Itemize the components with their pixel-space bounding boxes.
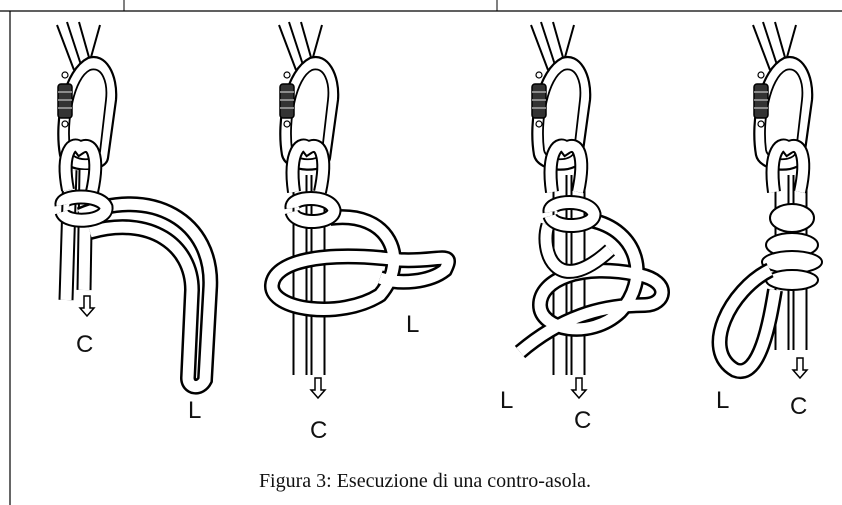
figure-caption: Figura 3: Esecuzione di una contro-asola… bbox=[0, 470, 842, 493]
figure-3: C L bbox=[500, 22, 662, 434]
label-c-2: C bbox=[310, 417, 327, 444]
label-l-3: L bbox=[500, 387, 513, 414]
figure-4: C L bbox=[716, 22, 822, 420]
label-l-4: L bbox=[716, 387, 729, 414]
label-l-2: L bbox=[406, 311, 419, 338]
label-c-3: C bbox=[574, 407, 591, 434]
figure-2: C L bbox=[272, 22, 448, 444]
label-l-1: L bbox=[188, 397, 201, 424]
label-c-1: C bbox=[76, 331, 93, 358]
label-c-4: C bbox=[790, 393, 807, 420]
figure-1: C L bbox=[57, 22, 210, 424]
